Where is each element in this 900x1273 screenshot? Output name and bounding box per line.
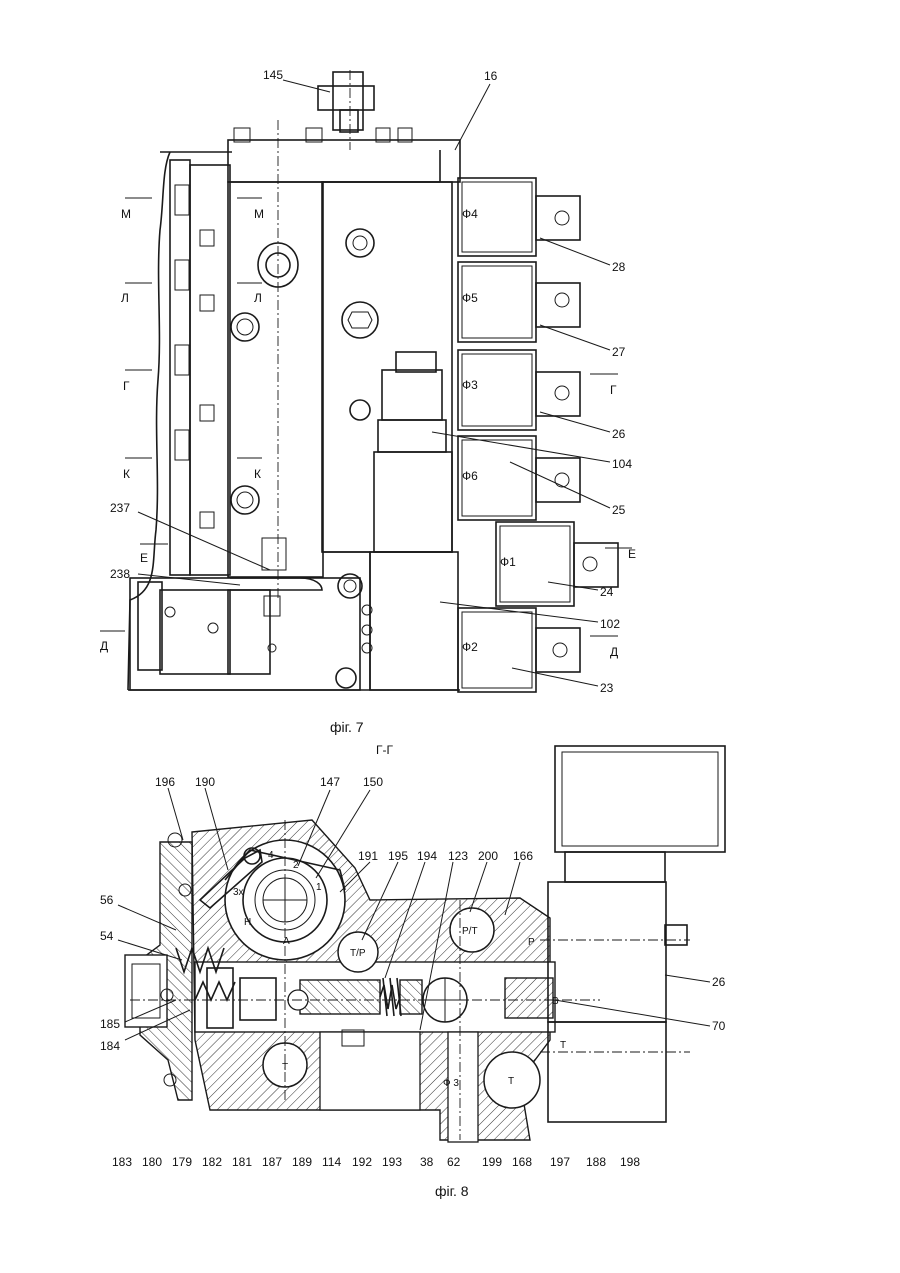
fig8-callout-184: 184 [100,1039,120,1053]
fig8-callout-62: 62 [447,1155,461,1169]
port-label-t-left: T [282,1062,288,1073]
fig8-callout-188: 188 [586,1155,606,1169]
fig7-callout-104: 104 [612,457,632,471]
port-label-pt: P/T [462,926,478,937]
port-label-1: 1 [316,882,322,893]
fig8-callout-187: 187 [262,1155,282,1169]
fig7-drawing [100,70,632,692]
fig7-callout-25: 25 [612,503,626,517]
coil-label-f5: Ф5 [462,291,478,305]
fig8-callout-54: 54 [100,929,114,943]
fig8-callout-180: 180 [142,1155,162,1169]
fig8-callout-197: 197 [550,1155,570,1169]
fig8-callout-166: 166 [513,849,533,863]
port-label-tp: T/P [350,948,366,959]
bolt-column [175,185,214,528]
section-mark-l-left: Л [121,291,129,305]
section-mark-k-left: К [123,467,130,481]
fig8-callout-114: 114 [322,1155,341,1169]
fig8-callout-182: 182 [202,1155,222,1169]
port-label-4: 4 [268,850,274,861]
port-label-2: 2 [293,860,299,871]
fig7-callout-27: 27 [612,345,626,359]
section-mark-d-right: Д [610,645,618,659]
fig8-callout-70: 70 [712,1019,726,1033]
port-label-b: B [552,996,559,1007]
fig8-callout-183: 183 [112,1155,132,1169]
fig8-callout-168: 168 [512,1155,532,1169]
fig8-callout-123: 123 [448,849,468,863]
coil-label-f2: Ф2 [462,640,478,654]
fig8-callout-147: 147 [320,775,340,789]
section-mark-k-right: К [254,467,261,481]
port-label-p: P [528,937,535,948]
fig7-callout-238: 238 [110,567,130,581]
port-label-3x: 3x [233,887,244,898]
section-mark-g-left: Г [123,379,130,393]
fig8-callout-196: 196 [155,775,175,789]
fig8-caption: фіг. 8 [435,1183,469,1199]
fig8-callout-191: 191 [358,849,378,863]
section-mark-e-right: Е [628,547,636,561]
port-label-h: H [244,917,251,928]
fig7-callout-24: 24 [600,585,614,599]
fig8-callout-26: 26 [712,975,726,989]
section-mark-m-left: М [121,207,131,221]
section-mark-d-left: Д [100,639,108,653]
fig8-callout-190: 190 [195,775,215,789]
fig7-callout-237: 237 [110,501,130,515]
fig7-callout-28: 28 [612,260,626,274]
fig8-callout-181: 181 [232,1155,252,1169]
section-mark-m-right: М [254,207,264,221]
fig7-callout-23: 23 [600,681,614,695]
fig8-callout-150: 150 [363,775,383,789]
fig7-callout-102: 102 [600,617,620,631]
port-label-a: A [283,936,290,947]
fig7-callout-26: 26 [612,427,626,441]
fig8-callout-194: 194 [417,849,437,863]
fig8-callout-193: 193 [382,1155,402,1169]
fig7-callout-145: 145 [263,68,283,82]
fig8-callout-56: 56 [100,893,114,907]
section-mark-l-right: Л [254,291,262,305]
fig8-callout-200: 200 [478,849,498,863]
fig8-drawing [118,746,725,1142]
port-label-t-right: T [560,1040,566,1051]
fig8-callout-179: 179 [172,1155,192,1169]
coil-label-f3: Ф3 [462,378,478,392]
port-label-f3: Ф 3 [443,1078,459,1089]
section-mark-g-right: Г [610,383,617,397]
fig8-callout-192: 192 [352,1155,372,1169]
fig8-callout-185: 185 [100,1017,120,1031]
fig8-bottom-callouts: 183 180 179 182 181 187 189 114 192 193 … [112,1155,640,1169]
fig8-callout-199: 199 [482,1155,502,1169]
coil-label-f6: Ф6 [462,469,478,483]
fig8-callout-189: 189 [292,1155,312,1169]
coil-label-f1: Ф1 [500,555,516,569]
port-label-t-bottom: T [508,1076,514,1087]
fig7-caption: фіг. 7 [330,719,364,735]
coil-label-f4: Ф4 [462,207,478,221]
fig8-callout-195: 195 [388,849,408,863]
fig7-callout-16: 16 [484,69,498,83]
section-title: Г-Г [376,743,393,757]
section-mark-e-left: Е [140,551,148,565]
fig8-callout-198: 198 [620,1155,640,1169]
fig8-callout-38: 38 [420,1155,434,1169]
